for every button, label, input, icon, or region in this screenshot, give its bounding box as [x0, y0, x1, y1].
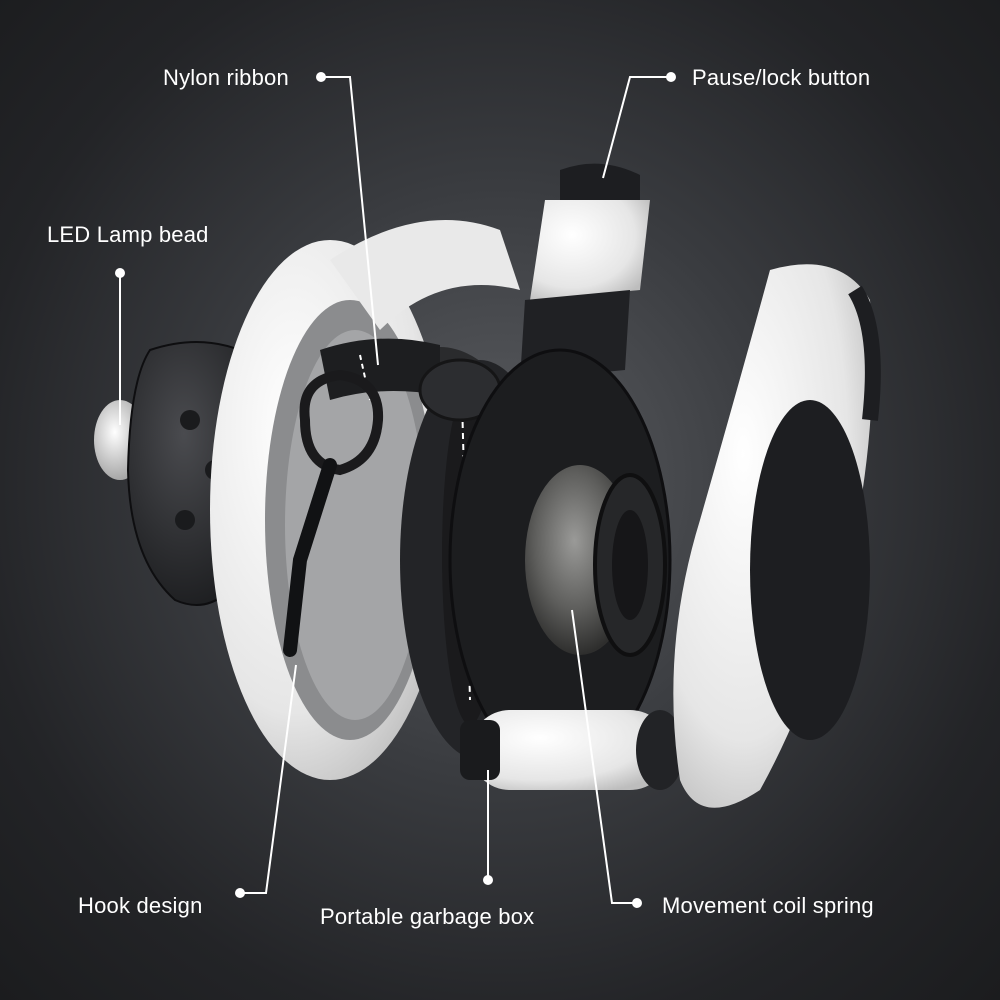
leader-nylon-ribbon: [321, 76, 379, 366]
label-portable-garbage-box: Portable garbage box: [320, 904, 535, 929]
leader-lines: [119, 76, 671, 904]
coil-spring-part: [448, 348, 672, 772]
dot-nylon-ribbon: [316, 72, 326, 82]
pause-lock-button-part: [520, 163, 650, 380]
label-movement-coil-spring: Movement coil spring: [662, 893, 874, 918]
dot-garbage-box: [483, 875, 493, 885]
leader-dots: [115, 72, 676, 908]
dot-hook: [235, 888, 245, 898]
dot-pause-lock: [666, 72, 676, 82]
garbage-box-part: [460, 710, 684, 790]
label-hook-design: Hook design: [78, 893, 203, 918]
label-nylon-ribbon: Nylon ribbon: [163, 65, 289, 90]
leader-coil-spring: [571, 609, 637, 904]
hook-part: [283, 369, 384, 657]
label-led-lamp-bead: LED Lamp bead: [47, 222, 209, 247]
right-housing-part: [673, 264, 881, 808]
dot-coil-spring: [632, 898, 642, 908]
label-pause-lock-button: Pause/lock button: [692, 65, 871, 90]
dot-led: [115, 268, 125, 278]
leader-pause-lock: [602, 76, 671, 179]
leader-hook: [240, 664, 297, 894]
